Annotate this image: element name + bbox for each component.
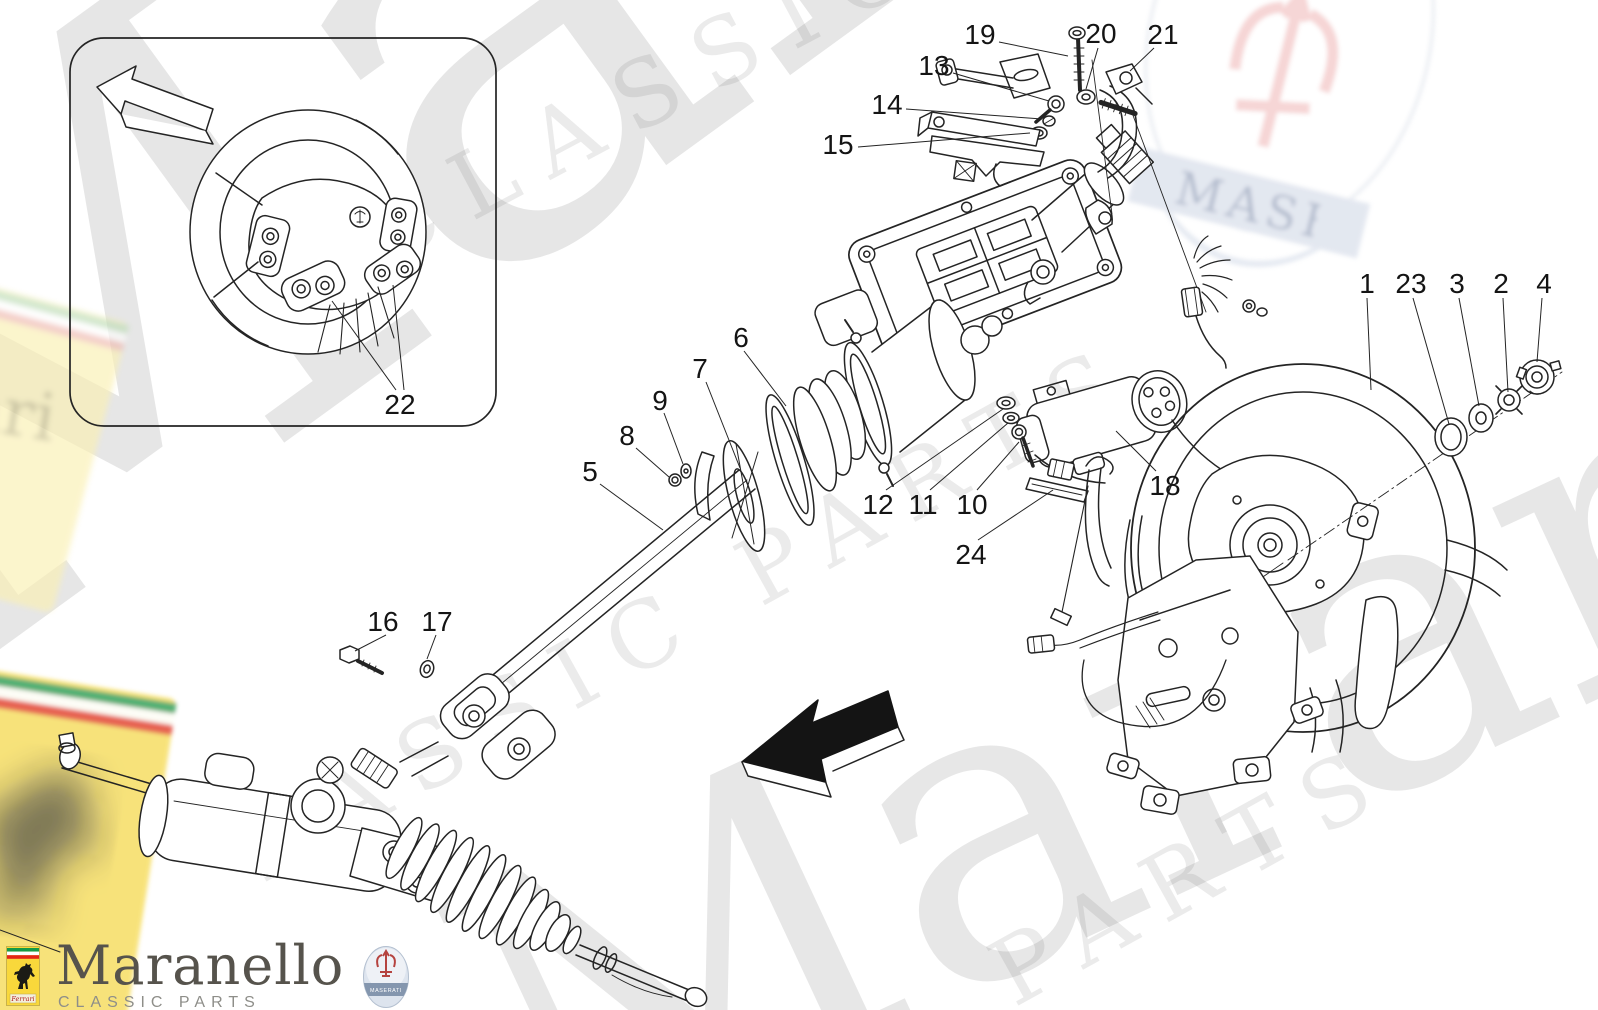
maserati-badge-logo: MASERATI xyxy=(363,946,410,1008)
callout-leader-9 xyxy=(663,412,684,465)
callout-number-9: 9 xyxy=(652,385,668,416)
callout-leader-15 xyxy=(857,132,1031,148)
callout-leader-13 xyxy=(952,72,1050,102)
ferrari-label: Ferrari xyxy=(10,995,34,1003)
callout-leader-4 xyxy=(1536,297,1543,363)
callout-leader-16 xyxy=(354,634,387,652)
big-direction-arrow-icon xyxy=(741,690,905,798)
callout-leader-18 xyxy=(1115,430,1157,472)
callout-number-24: 24 xyxy=(955,539,986,570)
callout-leader-17 xyxy=(426,634,437,660)
fasteners-and-cable-strip xyxy=(996,396,1089,503)
callout-number-22: 22 xyxy=(384,389,415,420)
callout-number-3: 3 xyxy=(1449,268,1465,299)
callout-number-15: 15 xyxy=(822,129,853,160)
callout-number-14: 14 xyxy=(871,89,902,120)
callout-number-18: 18 xyxy=(1149,470,1180,501)
callout-leader-14 xyxy=(905,108,1043,120)
callout-leader-8 xyxy=(635,447,670,478)
universal-joint xyxy=(339,645,556,780)
callout-leader-20 xyxy=(1085,47,1099,90)
callout-leader-24 xyxy=(977,489,1054,541)
column-mounting-plate xyxy=(814,159,1123,364)
callout-leader-6 xyxy=(743,350,787,407)
ferrari-watermark-bottom xyxy=(0,663,177,1010)
callout-number-19: 19 xyxy=(964,19,995,50)
steering-wheel-front xyxy=(189,109,427,355)
diagram-linework xyxy=(0,26,1563,1008)
callout-leader-22 xyxy=(392,284,405,391)
upper-column-and-brackets xyxy=(917,26,1207,313)
callout-number-10: 10 xyxy=(956,489,987,520)
callout-leader-22 xyxy=(331,300,397,391)
maserati-watermark: MASERATI xyxy=(1127,0,1435,280)
direction-arrow-icon xyxy=(96,65,214,145)
callout-number-11: 11 xyxy=(908,489,937,520)
callout-leader-12 xyxy=(885,408,1004,491)
ferrari-watermark-left: rrari xyxy=(0,269,130,612)
wiring-harness xyxy=(1180,235,1268,369)
callout-number-20: 20 xyxy=(1085,18,1116,49)
callout-leader-19 xyxy=(998,41,1069,57)
callout-leader-7 xyxy=(705,381,741,469)
callout-number-12: 12 xyxy=(862,489,893,520)
steering-rack xyxy=(0,732,708,1008)
callout-number-23: 23 xyxy=(1395,268,1426,299)
maserati-label: MASERATI xyxy=(370,988,402,994)
callout-number-13: 13 xyxy=(918,50,949,81)
callout-leader-23 xyxy=(1412,297,1450,425)
brand-subtitle: CLASSIC PARTS xyxy=(58,994,261,1010)
inset-steering-wheel-box xyxy=(69,37,497,427)
support-bracket xyxy=(1026,456,1324,815)
callout-leader-11 xyxy=(929,422,1009,491)
callout-number-16: 16 xyxy=(367,606,398,637)
callout-number-4: 4 xyxy=(1536,268,1552,299)
callout-number-21: 21 xyxy=(1147,19,1178,50)
callout-number-6: 6 xyxy=(733,322,749,353)
callout-leader-5 xyxy=(599,483,664,531)
callout-leader-21 xyxy=(1129,47,1155,72)
callout-number-1: 1 xyxy=(1359,268,1375,299)
callout-number-17: 17 xyxy=(421,606,452,637)
callout-number-8: 8 xyxy=(619,420,635,451)
callout-leader-3 xyxy=(1458,297,1480,407)
ferrari-badge-logo: Ferrari xyxy=(6,946,40,1006)
callout-leader-1 xyxy=(1366,297,1372,391)
callout-leader-10 xyxy=(976,441,1020,491)
callout-leader-2 xyxy=(1502,297,1509,393)
footer-logo-bar: Ferrari Maranello CLASSIC PARTS MASERATI xyxy=(6,934,410,1010)
callout-number-7: 7 xyxy=(692,353,708,384)
callout-number-2: 2 xyxy=(1493,268,1509,299)
brand-text-block: Maranello CLASSIC PARTS xyxy=(56,934,345,1010)
brand-name: Maranello xyxy=(56,934,345,997)
callout-number-5: 5 xyxy=(582,456,598,487)
